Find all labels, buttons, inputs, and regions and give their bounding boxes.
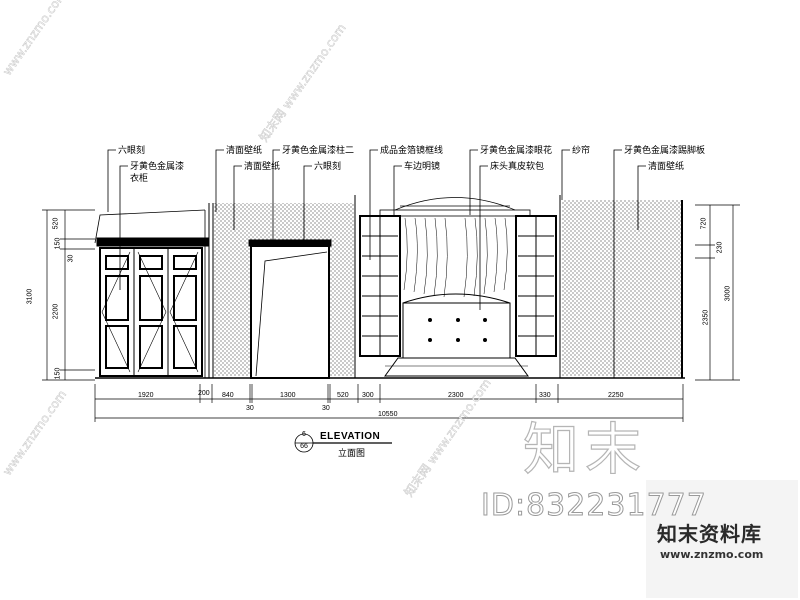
dim-right-seg: 2350	[702, 309, 710, 326]
callout-label: 纱帘	[572, 146, 591, 156]
watermark-url: www.znzmo.com	[660, 548, 764, 561]
drawing-title-cn: 立面图	[338, 449, 366, 459]
dim-left-seg: 30	[67, 254, 75, 263]
dim-bottom-small: 30	[322, 405, 330, 412]
sheet-number: 66	[300, 443, 308, 450]
callout-label: 车边明镜	[404, 162, 441, 172]
wallpaper-panel-right	[562, 200, 682, 376]
dim-left-total: 3100	[26, 288, 34, 305]
watermark-brand: 知末资料库	[657, 522, 762, 546]
callout-label: 衣柜	[130, 174, 149, 184]
dim-bottom-small: 30	[246, 405, 254, 412]
dim-left-seg: 150	[54, 237, 62, 250]
callout-label: 清面壁纸	[226, 146, 263, 156]
dim-left-seg: 2200	[52, 303, 60, 320]
section-number: 6	[302, 431, 306, 438]
callout-label: 清面壁纸	[244, 162, 281, 172]
callout-label: 清面壁纸	[648, 162, 685, 172]
callout-label: 床头真皮软包	[490, 162, 545, 172]
dim-bottom-total: 10550	[378, 411, 398, 418]
callout-label: 成品金箔镜框线	[380, 146, 444, 156]
dim-right-seg: 230	[716, 241, 724, 254]
callout-label: 六眼刻	[118, 146, 146, 156]
watermark-id: ID:832231777	[481, 488, 707, 524]
dim-bottom-seg: 1300	[280, 392, 296, 399]
bed-wall	[359, 197, 557, 377]
callout-label: 牙黄色金属漆	[130, 162, 185, 172]
callout-label: 牙黄色金属漆踢脚板	[624, 146, 706, 156]
dim-left-seg: 520	[52, 217, 60, 230]
wardrobe	[94, 209, 210, 378]
dim-bottom-seg: 840	[222, 392, 234, 399]
section-bubble	[294, 433, 392, 453]
callout-label: 六眼刻	[314, 162, 342, 172]
dim-bottom-seg: 1920	[138, 392, 154, 399]
dim-left-seg: 150	[54, 367, 62, 380]
dim-right-total: 3000	[724, 285, 732, 302]
dim-bottom-seg: 300	[362, 392, 374, 399]
dim-bottom-seg: 520	[337, 392, 349, 399]
watermark-logo-text: 知末	[522, 417, 647, 483]
door	[248, 239, 332, 379]
callout-label: 牙黄色金属漆眼花	[480, 146, 553, 156]
dim-bottom-seg: 2300	[448, 392, 464, 399]
callout-label: 牙黄色金属漆柱二	[282, 146, 355, 156]
dim-bottom-seg: 2250	[608, 392, 624, 399]
watermark-brand-box	[646, 480, 798, 598]
dim-bottom-seg: 200	[198, 390, 210, 397]
drawing-title-en: ELEVATION	[320, 431, 381, 442]
dim-right-seg: 720	[700, 217, 708, 230]
dim-bottom-seg: 330	[539, 392, 551, 399]
